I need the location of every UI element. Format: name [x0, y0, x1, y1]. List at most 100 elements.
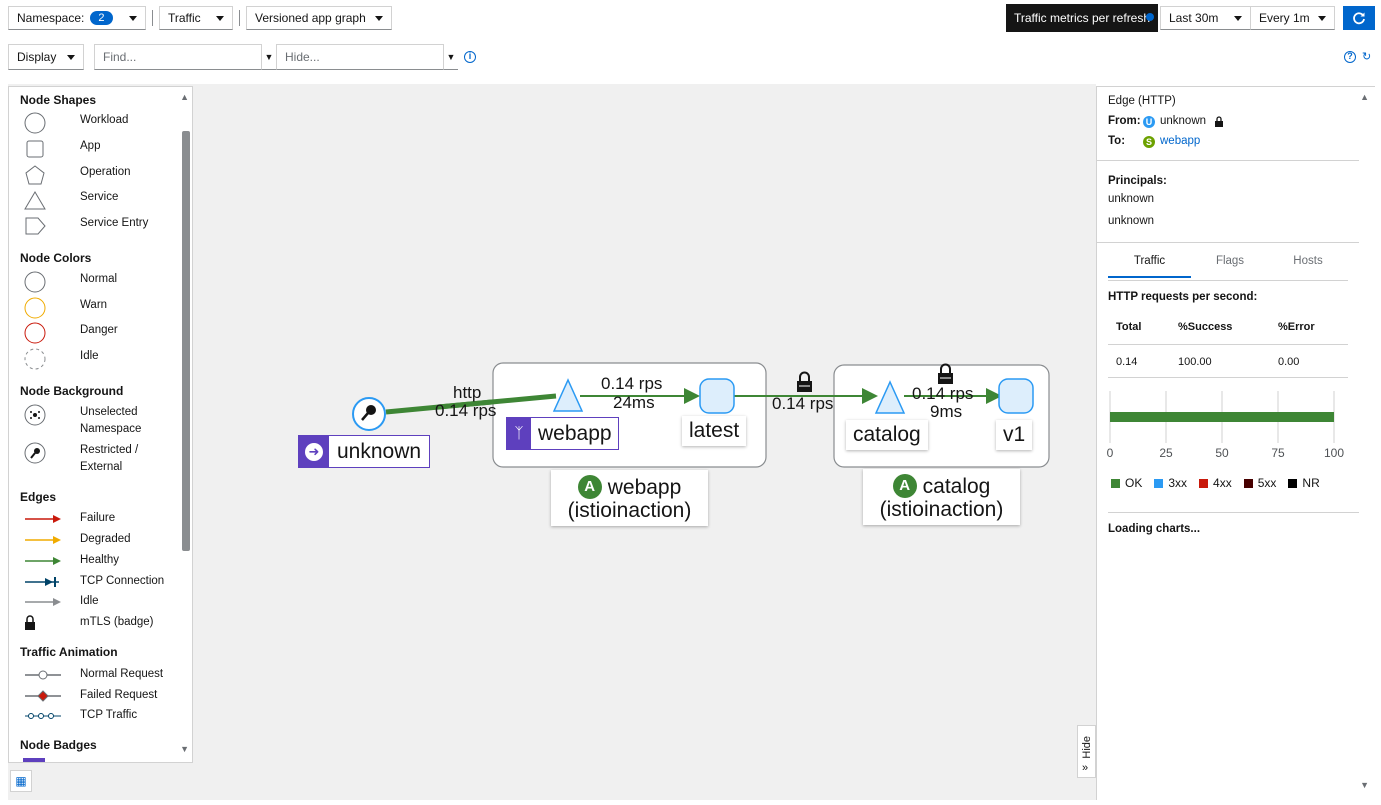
- divider: [1108, 512, 1359, 513]
- edge-rps-label: 0.14 rps: [772, 394, 834, 413]
- help-icon[interactable]: ?: [1344, 51, 1356, 63]
- legend-label: Operation: [80, 166, 131, 178]
- mtls-lock-icon: [797, 371, 812, 392]
- catalog-v1-node[interactable]: [998, 378, 1034, 414]
- edge-latency-label: 9ms: [930, 402, 963, 421]
- chevron-down-icon: [216, 15, 224, 21]
- legend-item: App: [20, 138, 180, 158]
- refresh-button[interactable]: [1343, 6, 1375, 30]
- find-dropdown-toggle[interactable]: ▼: [262, 44, 276, 70]
- webapp-latest-node[interactable]: [699, 378, 735, 414]
- to-link[interactable]: webapp: [1160, 135, 1201, 147]
- lock-icon: [1215, 116, 1223, 127]
- legend-item: Normal: [20, 271, 180, 293]
- namespace-count-badge: 2: [90, 11, 113, 25]
- scroll-up-icon[interactable]: ▲: [1360, 92, 1369, 102]
- table-cell-success: 100.00: [1178, 356, 1212, 368]
- namespace-dropdown[interactable]: Namespace: 2: [8, 6, 146, 30]
- double-chevron-right-icon: »: [1082, 762, 1089, 774]
- principals-label: Principals:: [1108, 175, 1167, 187]
- chart-tick-label: 100: [1324, 446, 1344, 460]
- chart-tick-label: 75: [1271, 446, 1285, 460]
- edge-rps-label: 0.14 rps: [435, 401, 497, 420]
- webapp-service-label[interactable]: ᛉ webapp: [506, 417, 619, 450]
- chart-legend-item: 3xx: [1154, 476, 1187, 490]
- to-label: To:: [1108, 135, 1126, 147]
- tab-flags[interactable]: Flags: [1215, 255, 1245, 267]
- catalog-service-label[interactable]: catalog: [846, 420, 928, 450]
- divider: [1097, 242, 1359, 243]
- webapp-box-label[interactable]: A webapp (istioinaction): [551, 470, 708, 526]
- hide-panel-button[interactable]: Hide»: [1077, 725, 1096, 778]
- legend-traffic-animation-title: Traffic Animation: [20, 645, 118, 659]
- legend-label: Degraded: [80, 533, 131, 545]
- map-legend-button[interactable]: ▦: [10, 770, 32, 792]
- find-input[interactable]: Find...: [94, 44, 262, 70]
- app-square-icon: [26, 140, 44, 158]
- info-icon[interactable]: i: [464, 51, 476, 63]
- graph-type-dropdown[interactable]: Versioned app graph: [246, 6, 392, 30]
- tab-hosts[interactable]: Hosts: [1293, 255, 1323, 267]
- legend-label: Unselected: [80, 406, 138, 418]
- service-badge-icon: S: [1143, 136, 1155, 148]
- catalog-box-namespace: (istioinaction): [879, 498, 1004, 521]
- edge-latency-label: 24ms: [613, 393, 655, 412]
- toolbar-row-1: Namespace: 2 Traffic Versioned app graph: [8, 6, 392, 30]
- unselected-namespace-icon: [24, 404, 46, 426]
- legend-edges-title: Edges: [20, 490, 57, 504]
- chart-legend-label: OK: [1125, 476, 1143, 490]
- legend-label: Namespace: [80, 423, 142, 435]
- chart-legend-swatch: [1243, 478, 1253, 488]
- time-range-label: Last 30m: [1169, 11, 1219, 25]
- unknown-node-label[interactable]: ➜ unknown: [298, 435, 431, 468]
- display-dropdown[interactable]: Display: [8, 44, 84, 70]
- edge-unknown-webapp-overlay: [437, 393, 557, 410]
- traffic-dropdown[interactable]: Traffic: [159, 6, 233, 30]
- hide-dropdown-toggle[interactable]: ▼: [444, 44, 458, 70]
- webapp-latest-label[interactable]: latest: [682, 416, 747, 446]
- legend-item: Failure: [20, 510, 180, 530]
- table-divider: [1108, 377, 1348, 378]
- webapp-service-node[interactable]: [552, 378, 584, 412]
- chart-legend-item: NR: [1288, 476, 1320, 490]
- from-label: From:: [1108, 115, 1141, 127]
- table-cell-total: 0.14: [1116, 356, 1138, 368]
- chart-legend-swatch: [1288, 478, 1298, 488]
- display-label: Display: [17, 50, 57, 64]
- legend-label: Failed Request: [80, 689, 158, 701]
- legend-scrollbar[interactable]: [182, 131, 190, 551]
- catalog-service-node[interactable]: [874, 380, 906, 414]
- unknown-node-badge: ➜: [299, 436, 329, 467]
- catalog-v1-label[interactable]: v1: [996, 420, 1033, 450]
- table-cell-error: 0.00: [1278, 356, 1300, 368]
- normal-color-icon: [24, 271, 46, 293]
- legend-label: External: [80, 461, 123, 473]
- time-range-dropdown[interactable]: Last 30m: [1160, 6, 1251, 30]
- legend-label: Restricted /: [80, 444, 139, 456]
- scroll-up-icon[interactable]: ▲: [180, 92, 189, 102]
- webapp-box-name: webapp: [607, 475, 682, 499]
- catalog-box-name: catalog: [922, 474, 991, 498]
- legend-item: TCP Connection: [20, 573, 180, 593]
- tab-traffic[interactable]: Traffic: [1108, 255, 1191, 278]
- table-header-error: %Error: [1278, 321, 1315, 333]
- scroll-down-icon[interactable]: ▼: [180, 744, 189, 754]
- mtls-lock-icon: [938, 363, 953, 384]
- sync-icon: [1353, 12, 1365, 25]
- refresh-interval-dropdown[interactable]: Every 1m: [1251, 6, 1335, 30]
- toolbar-right: Last 30m Every 1m: [1160, 6, 1375, 30]
- normal-request-icon: [25, 670, 61, 680]
- scroll-down-icon[interactable]: ▼: [1360, 780, 1369, 790]
- traffic-metrics-tooltip: Traffic metrics per refresh: [1006, 4, 1159, 32]
- panel-title: Edge (HTTP): [1108, 95, 1176, 107]
- legend-item: Idle: [20, 348, 180, 370]
- legend-node-background-title: Node Background: [20, 384, 124, 398]
- catalog-box-label[interactable]: A catalog (istioinaction): [863, 469, 1020, 525]
- warn-color-icon: [24, 297, 46, 319]
- legend-label: Normal Request: [80, 668, 164, 680]
- tour-icon[interactable]: ↻: [1362, 51, 1372, 63]
- legend-label: Idle: [80, 350, 99, 362]
- hide-input[interactable]: Hide...: [276, 44, 444, 70]
- legend-label: Service Entry: [80, 217, 149, 229]
- chart-legend-label: 5xx: [1257, 476, 1277, 490]
